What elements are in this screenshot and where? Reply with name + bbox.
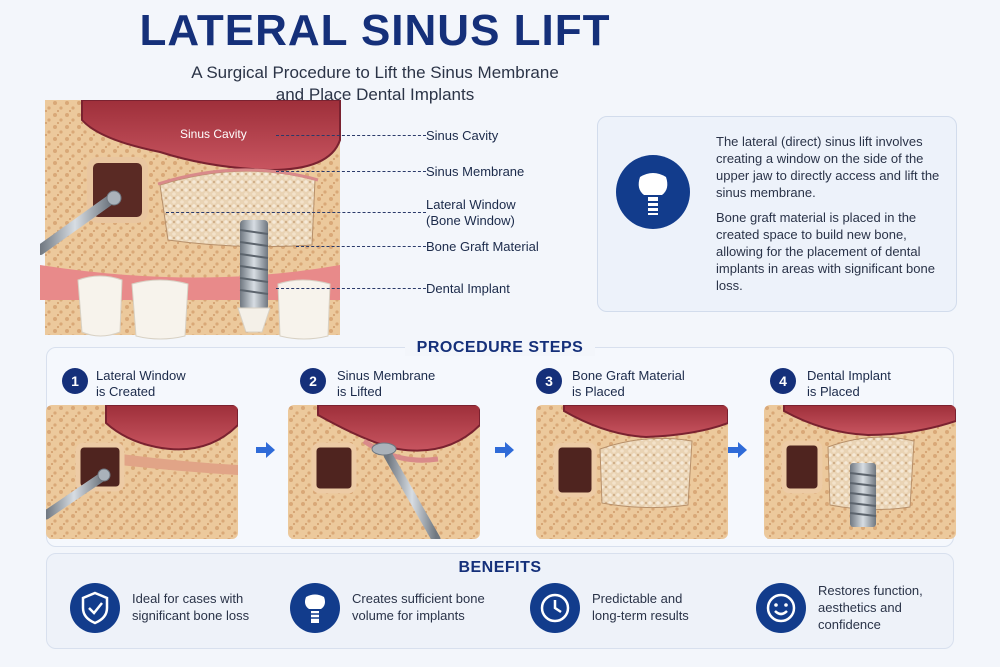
arrow-right-icon — [728, 442, 747, 458]
smile-icon — [756, 583, 806, 633]
leader-line-bone-graft — [296, 246, 426, 247]
label-bone-graft: Bone Graft Material — [426, 239, 539, 254]
sinus-membrane — [157, 168, 319, 186]
benefits-title: BENEFITS — [458, 559, 542, 576]
step-1-image — [46, 405, 238, 539]
step-2-image — [288, 405, 480, 539]
sinus-anatomy-illustration: Sinus Cavity — [40, 100, 341, 340]
leader-line-sinus-cavity — [276, 135, 426, 136]
sinus-cavity-text: Sinus Cavity — [180, 127, 247, 141]
label-sinus-cavity: Sinus Cavity — [426, 128, 499, 143]
step-4-image — [764, 405, 956, 539]
info-paragraph-2: Bone graft material is placed in the cre… — [716, 210, 935, 293]
step-1-number: 1 — [62, 368, 88, 394]
dental-implant — [237, 220, 271, 333]
step-3-number: 3 — [536, 368, 562, 394]
surgical-instrument — [40, 190, 122, 255]
info-card: The lateral (direct) sinus lift involves… — [597, 116, 957, 312]
sinus-cavity — [81, 100, 341, 172]
clock-icon — [530, 583, 580, 633]
step-4-number: 4 — [770, 368, 796, 394]
arrow-right-icon — [495, 442, 514, 458]
bone-graft — [159, 170, 316, 248]
tooth-implant-icon — [290, 583, 340, 633]
arrow-right-icon — [256, 442, 275, 458]
info-text: The lateral (direct) sinus lift involves… — [716, 133, 948, 302]
info-paragraph-1: The lateral (direct) sinus lift involves… — [716, 134, 940, 200]
page-subtitle: A Surgical Procedure to Lift the Sinus M… — [0, 62, 750, 106]
leader-line-dental-implant — [276, 288, 426, 289]
teeth — [77, 275, 331, 340]
leader-line-lateral-window — [166, 212, 426, 213]
label-lateral-window: Lateral Window (Bone Window) — [426, 197, 516, 228]
step-2-number: 2 — [300, 368, 326, 394]
procedure-steps-title: PROCEDURE STEPS — [46, 339, 954, 357]
label-sinus-membrane: Sinus Membrane — [426, 164, 525, 179]
tooth-implant-icon — [616, 155, 690, 229]
subtitle-line-1: A Surgical Procedure to Lift the Sinus M… — [191, 63, 559, 82]
shield-check-icon — [70, 583, 120, 633]
leader-line-sinus-membrane — [276, 171, 426, 172]
label-dental-implant: Dental Implant — [426, 281, 510, 296]
page-title: LATERAL SINUS LIFT — [139, 6, 611, 55]
step-3-image — [536, 405, 728, 539]
